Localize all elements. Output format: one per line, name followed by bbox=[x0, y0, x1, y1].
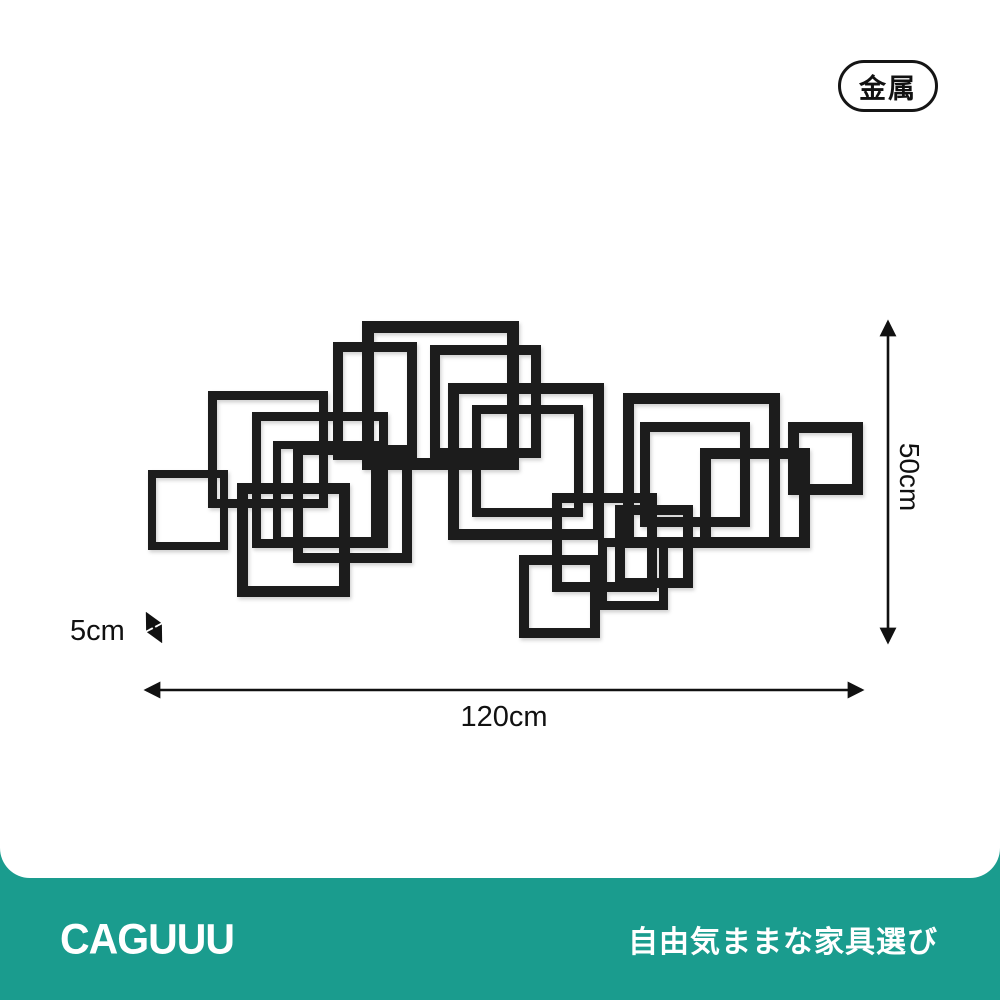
art-square-frame bbox=[148, 470, 228, 550]
depth-dimension-label: 5cm bbox=[70, 615, 125, 647]
art-square-frame bbox=[519, 555, 600, 638]
footer-bar: CAGUUU 自由気ままな家具選び bbox=[0, 878, 1000, 1000]
width-dimension-label: 120cm bbox=[460, 701, 548, 733]
art-square-frame bbox=[362, 321, 519, 470]
art-square-frame bbox=[448, 383, 604, 540]
art-square-frame bbox=[640, 422, 750, 527]
art-square-frame bbox=[472, 405, 583, 517]
art-square-frame bbox=[333, 342, 417, 460]
material-badge: 金属 bbox=[838, 60, 938, 112]
footer-tagline: 自由気ままな家具選び bbox=[628, 926, 938, 959]
product-card bbox=[0, 0, 1000, 878]
brand-logo: CAGUUU bbox=[60, 914, 235, 963]
art-square-frame bbox=[430, 345, 541, 458]
height-dimension-label: 50cm bbox=[894, 442, 925, 512]
depth-dimension-arrow-icon bbox=[145, 611, 163, 644]
material-badge-label: 金属 bbox=[859, 73, 917, 104]
art-square-frame bbox=[700, 448, 810, 548]
art-square-frame bbox=[788, 422, 863, 495]
interlocking-squares-art bbox=[148, 321, 863, 638]
